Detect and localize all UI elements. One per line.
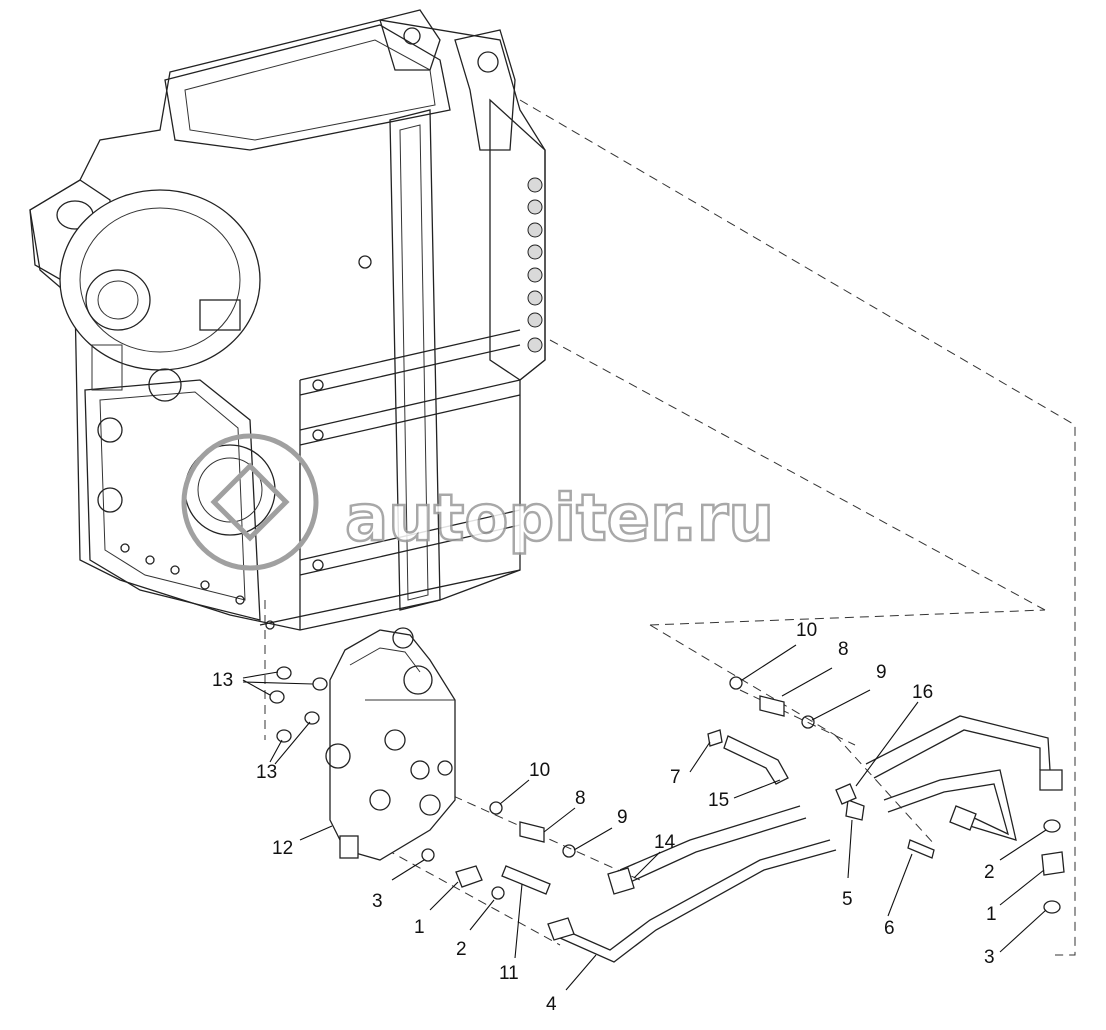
- label-10-left: 10: [529, 760, 550, 781]
- leader-lines: [242, 644, 1047, 991]
- label-14: 14: [654, 832, 676, 853]
- label-2-left: 2: [456, 939, 467, 960]
- o-ring-13: [304, 711, 320, 725]
- watermark-text: autopiter.ru: [345, 482, 774, 556]
- transmission-housing: [29, 9, 546, 631]
- label-16: 16: [912, 682, 933, 703]
- o-ring-13: [269, 690, 285, 704]
- tubes-and-hoses: [547, 715, 1063, 963]
- clip-16: [835, 783, 857, 805]
- port-fittings: [527, 177, 543, 353]
- washers-and-fittings: [269, 666, 1065, 914]
- bracket-15: [723, 735, 789, 785]
- fitting-1: [455, 865, 483, 888]
- label-7: 7: [670, 767, 681, 788]
- fitting-1: [1041, 851, 1065, 876]
- label-9-left: 9: [617, 807, 628, 828]
- o-ring-13: [276, 666, 292, 680]
- washer-3: [1043, 900, 1061, 914]
- washer-10: [489, 801, 503, 815]
- control-valve-assembly: [325, 627, 456, 861]
- label-1-right: 1: [986, 904, 997, 925]
- label-3-right: 3: [984, 947, 995, 968]
- assembly-centerlines: [264, 99, 1076, 956]
- label-8-right: 8: [838, 639, 849, 660]
- bolt-11: [501, 865, 551, 895]
- part-number-labels: 13 13 12 3 1 2 11 10 8 9 14 4 7 15 5 6 1…: [212, 620, 997, 1015]
- o-ring-13: [312, 677, 328, 691]
- washer-2: [491, 886, 505, 900]
- label-13-upper: 13: [212, 670, 233, 691]
- clamp-5: [845, 799, 865, 821]
- washer-2: [1043, 819, 1061, 833]
- fitting-8: [759, 695, 785, 717]
- label-9-right: 9: [876, 662, 887, 683]
- label-11: 11: [499, 963, 519, 984]
- o-ring-13: [276, 729, 292, 743]
- watermark: autopiter.ru: [181, 433, 775, 571]
- washer-9: [562, 844, 576, 858]
- washer-10: [729, 676, 743, 690]
- label-5: 5: [842, 889, 853, 910]
- label-12: 12: [272, 838, 293, 859]
- label-4: 4: [546, 994, 557, 1015]
- nut-7: [707, 729, 723, 747]
- washer-9: [801, 715, 815, 729]
- label-2-right: 2: [984, 862, 995, 883]
- label-15: 15: [708, 790, 729, 811]
- washer-3: [421, 848, 435, 862]
- fitting-8: [519, 821, 545, 843]
- bolt-6: [907, 839, 935, 859]
- label-6: 6: [884, 918, 895, 939]
- label-10-right: 10: [796, 620, 817, 641]
- label-1-left: 1: [414, 917, 425, 938]
- label-8-left: 8: [575, 788, 586, 809]
- label-13-lower: 13: [256, 762, 277, 783]
- label-3-left: 3: [372, 891, 383, 912]
